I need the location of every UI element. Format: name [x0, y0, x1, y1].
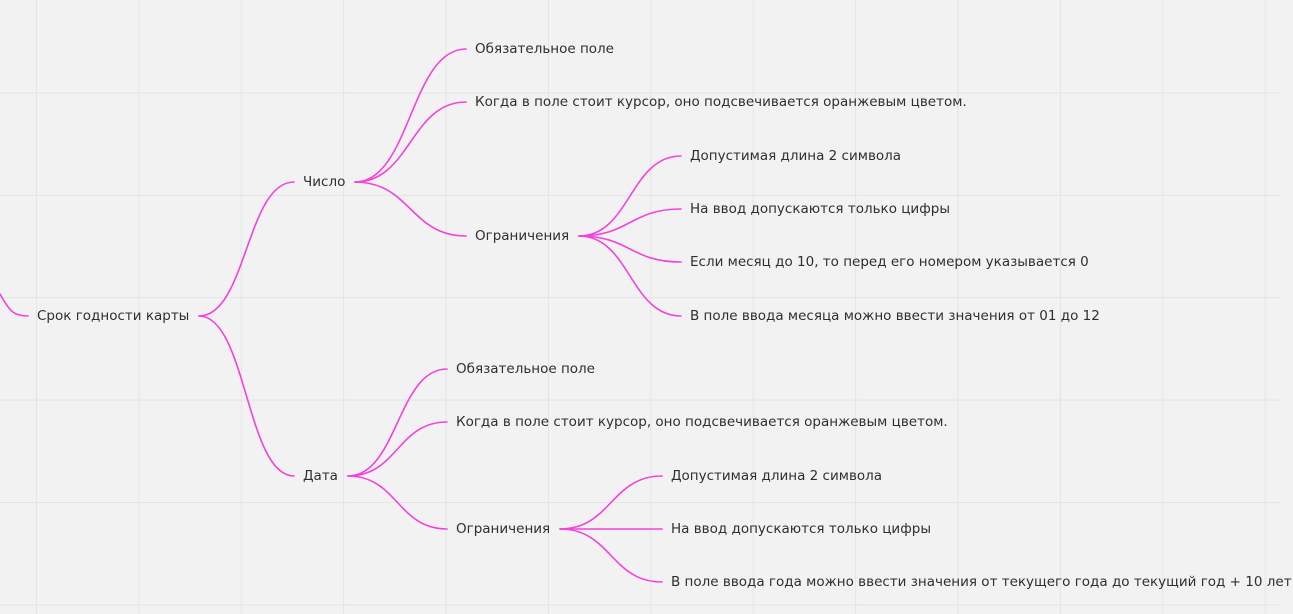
connector-n1-n1c [354, 181, 467, 237]
connector-n2c-n2c3 [559, 528, 663, 583]
node-date-max-length[interactable]: Допустимая длина 2 символа [671, 468, 883, 484]
node-day-restrictions[interactable]: Ограничения [475, 228, 570, 244]
node-date-digits-only[interactable]: На ввод допускаются только цифры [671, 521, 931, 537]
connector-n1-n1a [354, 48, 467, 183]
connector-root-n2 [198, 315, 295, 477]
connector-n2-n2a [347, 368, 448, 477]
connector-n1-n1b [354, 101, 467, 183]
node-date-restrictions[interactable]: Ограничения [456, 521, 551, 537]
node-date[interactable]: Дата [303, 468, 338, 484]
node-day-month-range[interactable]: В поле ввода месяца можно ввести значени… [690, 308, 1100, 324]
connector-n2-n2b [347, 421, 448, 477]
node-day[interactable]: Число [303, 174, 346, 190]
connector-n1c-n1c2 [578, 208, 682, 237]
node-root-card-expiry[interactable]: Срок годности карты [37, 308, 190, 324]
node-day-max-length[interactable]: Допустимая длина 2 символа [690, 148, 902, 164]
connector-n1c-n1c4 [578, 235, 682, 317]
node-day-cursor-highlight[interactable]: Когда в поле стоит курсор, оно подсвечив… [475, 94, 967, 110]
connector-root-n1 [198, 181, 295, 317]
connector-n1c-n1c1 [578, 155, 682, 237]
node-date-required[interactable]: Обязательное поле [456, 361, 595, 377]
node-date-cursor-highlight[interactable]: Когда в поле стоит курсор, оно подсвечив… [456, 414, 948, 430]
connector-n1c-n1c3 [578, 235, 682, 263]
node-day-digits-only[interactable]: На ввод допускаются только цифры [690, 201, 950, 217]
connector-incoming-root [0, 293, 29, 317]
node-day-leading-zero[interactable]: Если месяц до 10, то перед его номером у… [690, 254, 1089, 270]
connector-n2c-n2c1 [559, 475, 663, 530]
node-date-year-range[interactable]: В поле ввода года можно ввести значения … [671, 574, 1292, 590]
node-day-required[interactable]: Обязательное поле [475, 41, 614, 57]
connector-n2-n2c [347, 475, 448, 530]
